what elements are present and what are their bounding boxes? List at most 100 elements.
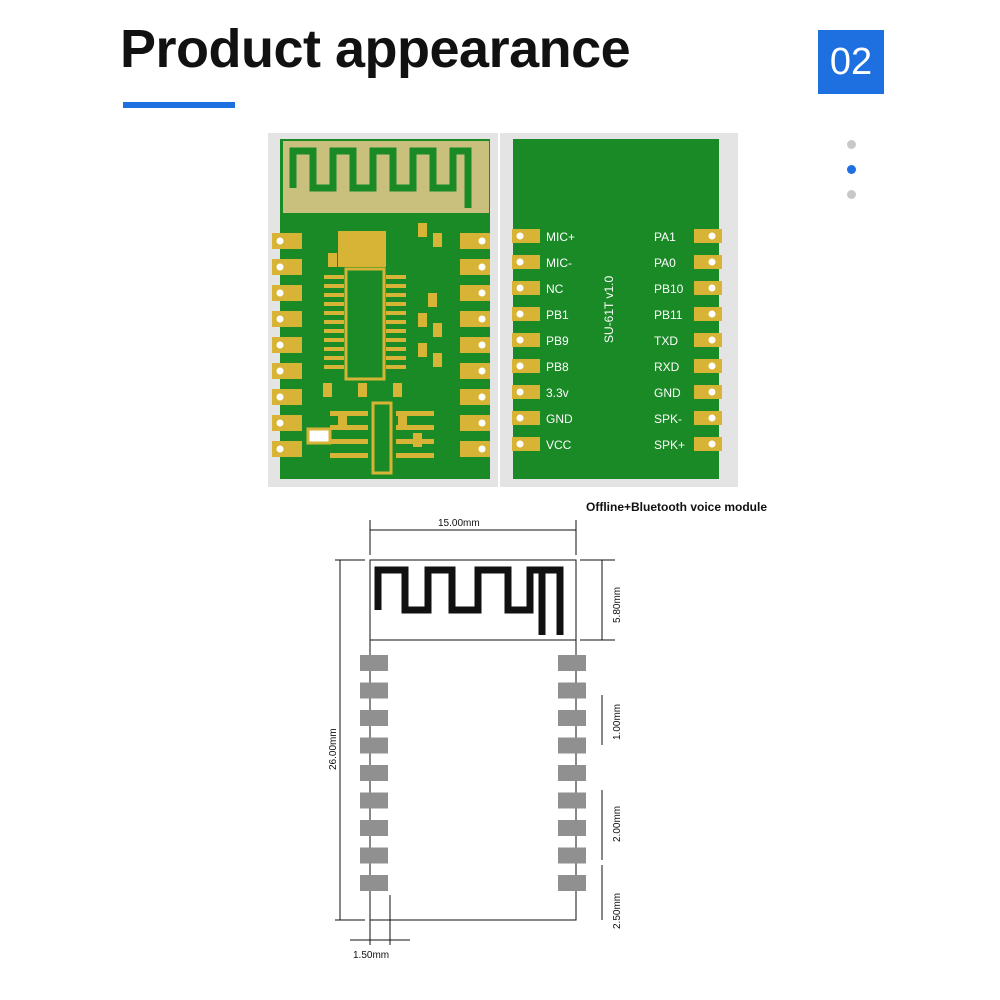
- pad-hole: [478, 445, 486, 453]
- chip-leg: [386, 338, 406, 342]
- back-pad-right-9: [694, 437, 722, 451]
- smd-component: [328, 253, 337, 267]
- chip-leg: [386, 365, 406, 369]
- module-caption: Offline+Bluetooth voice module: [586, 500, 768, 514]
- back-pad-right-6: [694, 359, 722, 373]
- front-pad-left-3: [272, 285, 302, 301]
- pad-hole: [516, 258, 524, 266]
- antenna-trace: [374, 566, 564, 635]
- pin-label-right-6: RXD: [654, 360, 680, 374]
- drawing-pad-left-4: [360, 737, 388, 754]
- pin-label-left-7: 3.3v: [546, 386, 569, 400]
- ic-leg: [396, 439, 434, 444]
- smd-component: [418, 223, 427, 237]
- drawing-pad-right-4: [558, 737, 586, 754]
- ic-leg: [330, 425, 368, 430]
- back-pad-left-3: [512, 281, 540, 295]
- back-pad-left-9: [512, 437, 540, 451]
- pad-hole: [516, 310, 524, 318]
- pad-hole: [478, 393, 486, 401]
- back-pad-left-2: [512, 255, 540, 269]
- drawing-pad-left-6: [360, 792, 388, 809]
- pad-hole: [276, 393, 284, 401]
- drawing-pad-right-9: [558, 875, 586, 891]
- component: [306, 427, 332, 445]
- drawing-pad-left-1: [360, 655, 388, 671]
- back-pad-left-1: [512, 229, 540, 243]
- pad-hole: [516, 414, 524, 422]
- pad-hole: [478, 367, 486, 375]
- antenna-trace: [289, 147, 472, 208]
- front-pad-right-3: [460, 285, 490, 301]
- front-pad-left-4: [272, 311, 302, 327]
- pin-label-left-9: VCC: [546, 438, 572, 452]
- front-pad-right-6: [460, 363, 490, 379]
- drawing-pads: [360, 655, 586, 891]
- pager-dot-2[interactable]: [847, 165, 856, 174]
- smd-component: [393, 383, 402, 397]
- chip-leg: [386, 302, 406, 306]
- front-pad-left-7: [272, 389, 302, 405]
- dimension-drawing: 15.00mm 26.00mm 5.80mm 1.00mm 2.00mm 2.5…: [328, 518, 623, 961]
- pad-hole: [276, 263, 284, 271]
- smd-component: [433, 233, 442, 247]
- pin-label-right-3: PB10: [654, 282, 684, 296]
- front-pad-right-1: [460, 233, 490, 249]
- pin-label-right-5: TXD: [654, 334, 678, 348]
- back-pad-right-8: [694, 411, 722, 425]
- back-pad-left-4: [512, 307, 540, 321]
- antenna-dim-text: 5.80mm: [612, 587, 623, 623]
- drawing-pad-right-5: [558, 765, 586, 781]
- main-chip: [344, 267, 386, 381]
- pad-hole: [478, 237, 486, 245]
- pad-hole: [276, 315, 284, 323]
- chip-leg: [324, 365, 344, 369]
- pager-dot-3[interactable]: [847, 190, 856, 199]
- ic-leg: [396, 425, 434, 430]
- front-pads: [272, 233, 490, 457]
- pad-hole: [276, 289, 284, 297]
- chip-leg: [324, 275, 344, 279]
- edge-dim-text: 2.50mm: [612, 893, 623, 929]
- pad-hole: [516, 440, 524, 448]
- front-pad-left-1: [272, 233, 302, 249]
- drawing-pad-right-7: [558, 820, 586, 836]
- pad-hole: [708, 440, 716, 448]
- chip-legs: [324, 275, 406, 369]
- chip-outline: [371, 401, 393, 475]
- pad-hole: [708, 284, 716, 292]
- ic-leg: [330, 453, 368, 458]
- ic-leg: [396, 411, 434, 416]
- ic-leg: [330, 411, 368, 416]
- back-pad-left-8: [512, 411, 540, 425]
- pad-hole: [516, 388, 524, 396]
- pager-dot-1[interactable]: [847, 140, 856, 149]
- drawing-pad-left-2: [360, 682, 388, 699]
- chip-leg: [324, 320, 344, 324]
- pin-label-left-5: PB9: [546, 334, 569, 348]
- front-pad-left-6: [272, 363, 302, 379]
- pin-label-right-7: GND: [654, 386, 681, 400]
- smd-component: [398, 413, 407, 427]
- smd-component: [418, 343, 427, 357]
- pad-hole: [276, 419, 284, 427]
- pin-label-right-8: SPK-: [654, 412, 682, 426]
- pitch-dim-text: 2.00mm: [612, 806, 623, 842]
- drawing-pad-right-2: [558, 682, 586, 699]
- chip-leg: [386, 320, 406, 324]
- chip-leg: [324, 347, 344, 351]
- chip-leg: [386, 311, 406, 315]
- front-pad-left-2: [272, 259, 302, 275]
- pad-hole: [708, 258, 716, 266]
- back-board: [513, 139, 719, 479]
- page-number-badge: 02: [818, 30, 884, 94]
- chip-leg: [324, 338, 344, 342]
- front-pad-left-5: [272, 337, 302, 353]
- front-pad-left-9: [272, 441, 302, 457]
- front-pad-left-8: [272, 415, 302, 431]
- pad-hole: [708, 362, 716, 370]
- pad-hole: [276, 367, 284, 375]
- pin-label-right-4: PB11: [654, 308, 683, 322]
- width-dim-text: 15.00mm: [438, 518, 480, 529]
